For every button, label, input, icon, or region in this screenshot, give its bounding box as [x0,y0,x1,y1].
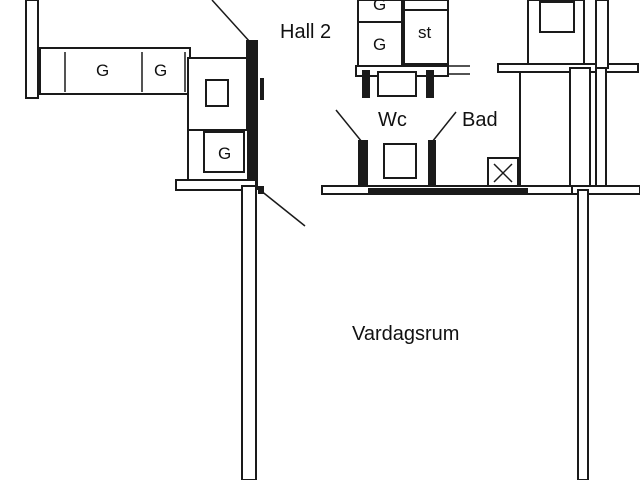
bath-top-inner [539,1,575,33]
shaft-inner [205,79,229,107]
cabinet-label-st: st [418,23,432,42]
room-label-wc: Wc [378,109,407,131]
wall-living-left [241,185,257,480]
door-frame-right [426,70,434,98]
wc-wall-left [358,140,368,190]
counter-left [39,47,191,95]
wall-right-top [595,0,609,69]
room-label-vardagsrum: Vardagsrum [352,323,460,345]
door-swing-wc-right [431,111,457,143]
wall-left-edge [25,0,39,99]
cabinet-label-g-left-2: G [154,61,168,80]
wc-sink [383,143,417,179]
cabinet-label-g-left-1: G [96,61,110,80]
cabinet-label-g-mid: G [373,35,387,54]
cabinet-st [403,9,449,65]
bath-column-top [497,63,639,73]
room-label-bad: Bad [462,109,498,131]
door-swing-upper [211,0,251,43]
wall-right-bottom [571,185,640,195]
lower-cabinet [203,131,245,173]
wc-wall-right [428,140,436,190]
door-swing-wc-left [335,109,363,143]
wc-toilet-top [377,71,417,97]
drain-cross-2 [493,163,513,183]
small-marker [260,78,264,100]
cabinet-label-g-lower: G [218,144,232,163]
room-label-hall: Hall 2 [280,21,332,43]
door-frame-left [362,70,370,98]
cabinet-label-g-top: G [373,0,387,14]
cabinet-g-mid [357,21,403,67]
wall-right-column-1 [569,67,591,187]
cabinet-top-right [403,0,449,11]
wall-living-right [577,189,589,480]
wall-wc-bad-bottom-dark [368,188,528,194]
door-swing-living [259,189,306,227]
bath-column [519,67,573,187]
wall-right-column-2 [595,67,607,187]
